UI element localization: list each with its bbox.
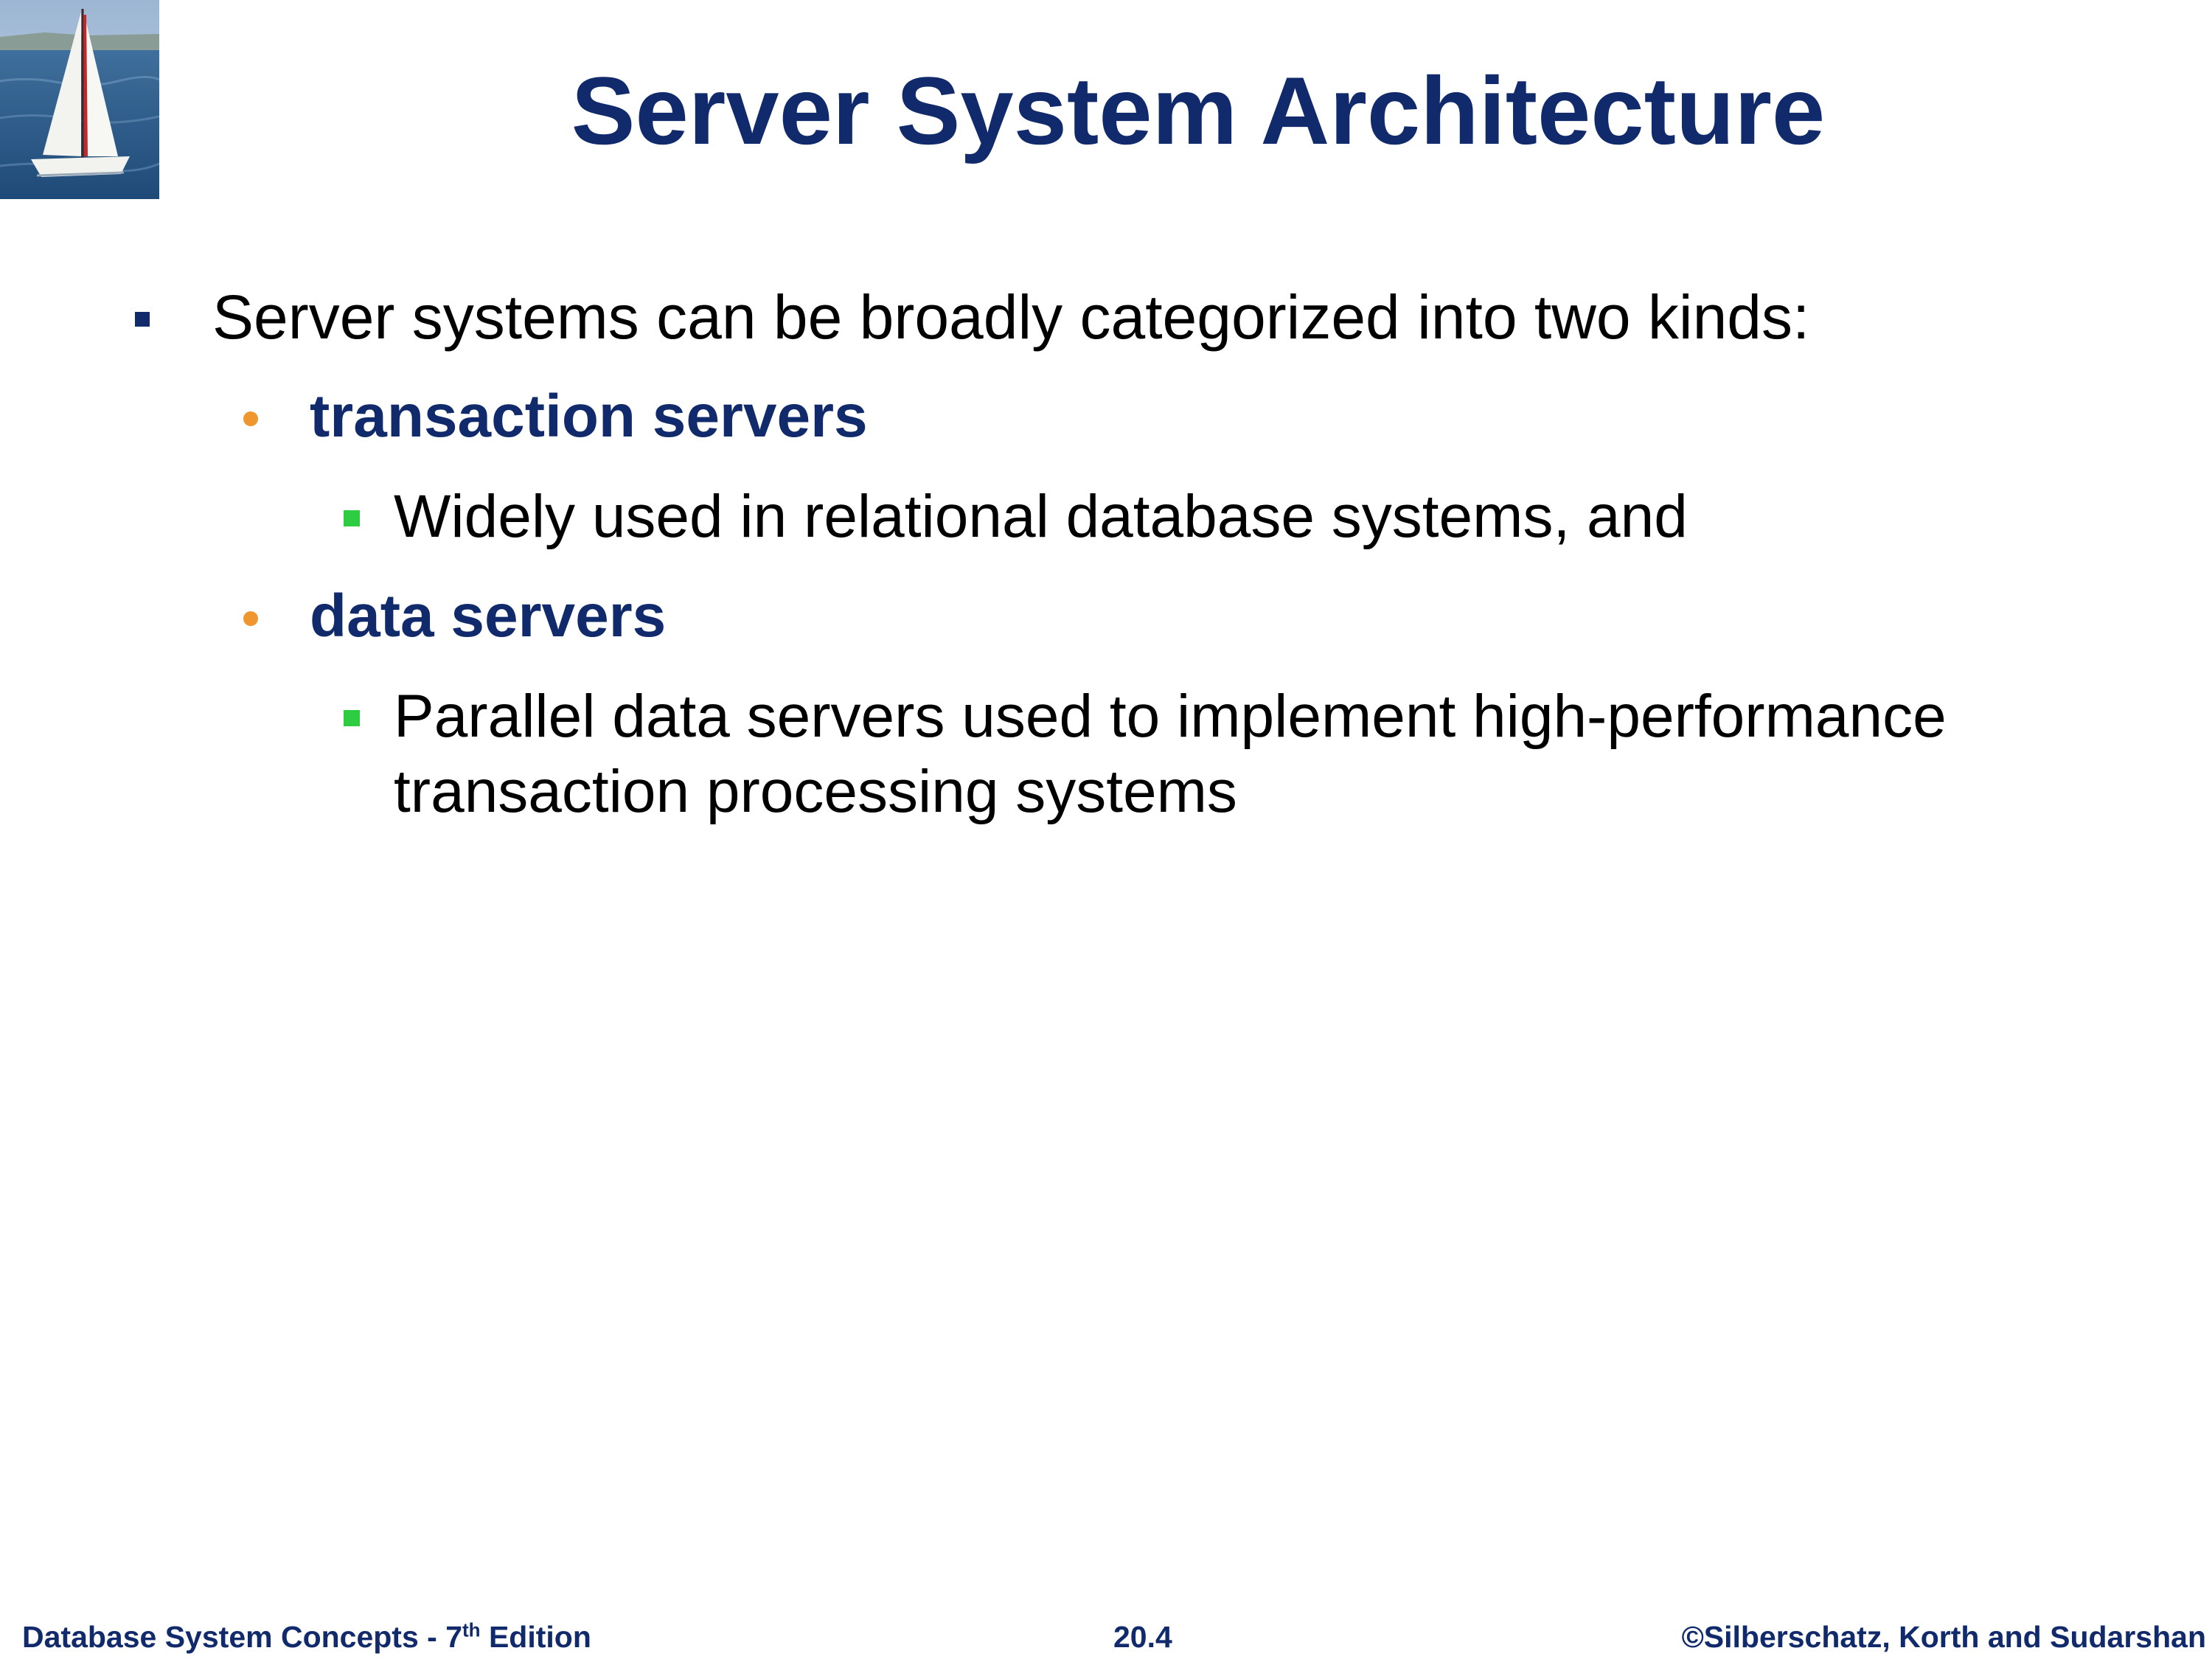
bullet-marker-level3 <box>344 710 360 726</box>
sailboat-icon <box>0 0 160 199</box>
bullet-marker-level2 <box>243 611 258 626</box>
bullet-parallel-data-servers-text: Parallel data servers used to implement … <box>394 683 1947 825</box>
bullet-relational-db-text: Widely used in relational database syste… <box>394 483 1688 550</box>
footer-page-number: 20.4 <box>1113 1620 1172 1654</box>
slide-title: Server System Architecture <box>571 57 1826 164</box>
footer-copyright: ©Silberschatz, Korth and Sudarshan <box>1681 1620 2206 1654</box>
sailboat-logo <box>0 0 160 199</box>
bullet-level1-text: Server systems can be broadly categorize… <box>212 282 1810 352</box>
bullet-marker-level2 <box>243 411 258 426</box>
footer-book-title: Database System Concepts - 7th Edition <box>22 1618 591 1654</box>
bullet-marker-level1 <box>135 312 150 327</box>
bullet-transaction-servers: transaction servers <box>310 383 868 450</box>
bullet-marker-level3 <box>344 510 360 526</box>
bullet-data-servers: data servers <box>310 582 667 650</box>
